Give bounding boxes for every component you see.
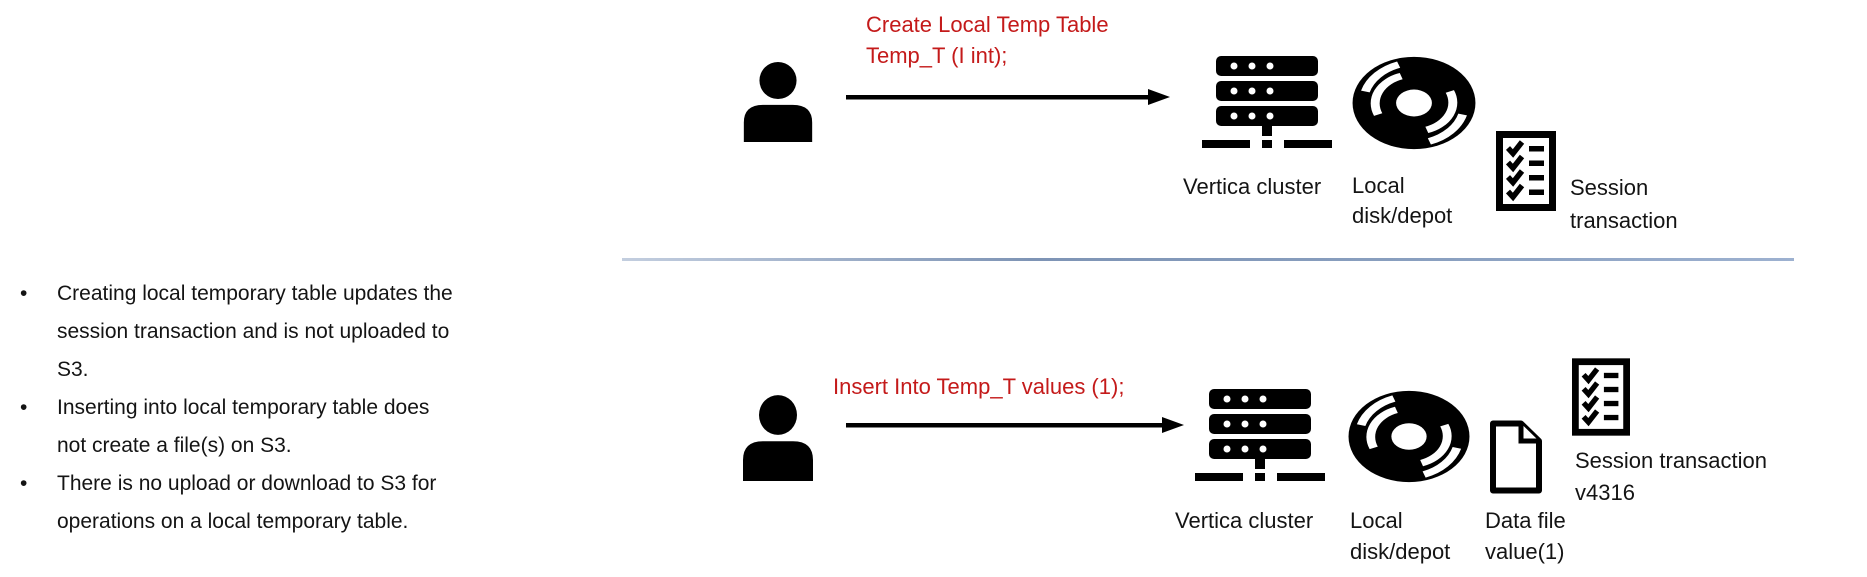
bullet-item: • There is no upload or download to S3 f…: [20, 465, 620, 541]
checklist-icon: [1496, 131, 1556, 211]
local-disk-depot-label: Local disk/depot: [1350, 508, 1451, 564]
session-transaction-version-label: Session transaction v4316: [1575, 448, 1767, 505]
bullet-text: There is no upload or download to S3 for…: [57, 472, 437, 533]
arrow-right-icon: [846, 89, 1170, 105]
notes-bullet-list: • Creating local temporary table updates…: [20, 275, 620, 541]
bottom-sql-command-text: Insert Into Temp_T values (1);: [833, 374, 1125, 399]
disk-icon: [1352, 56, 1476, 150]
data-file-icon: [1490, 420, 1542, 494]
bullet-item: • Inserting into local temporary table d…: [20, 389, 620, 465]
vertica-cluster-label: Vertica cluster: [1175, 508, 1314, 533]
checklist-icon: [1572, 358, 1630, 436]
top-sql-command-text: Create Local Temp Table Temp_T (I int);: [866, 12, 1109, 68]
disk-icon: [1348, 390, 1470, 483]
bullet-marker: •: [20, 472, 28, 495]
arrow-right-icon: [846, 417, 1184, 433]
server-cluster-icon: [1202, 56, 1332, 148]
session-transaction-label: Session transaction: [1570, 175, 1678, 233]
user-icon: [743, 61, 813, 142]
vertica-cluster-label: Vertica cluster: [1183, 174, 1322, 199]
server-cluster-icon: [1195, 389, 1325, 481]
bullet-text: Inserting into local temporary table doe…: [57, 396, 430, 457]
bullet-text: Creating local temporary table updates t…: [57, 282, 453, 381]
user-icon: [743, 395, 813, 481]
section-divider: [622, 258, 1794, 261]
bullet-marker: •: [20, 396, 28, 419]
bullet-marker: •: [20, 282, 28, 305]
bullet-item: • Creating local temporary table updates…: [20, 275, 620, 389]
local-disk-depot-label: Local disk/depot: [1352, 173, 1453, 228]
data-file-value-label: Data file value(1): [1485, 508, 1566, 564]
